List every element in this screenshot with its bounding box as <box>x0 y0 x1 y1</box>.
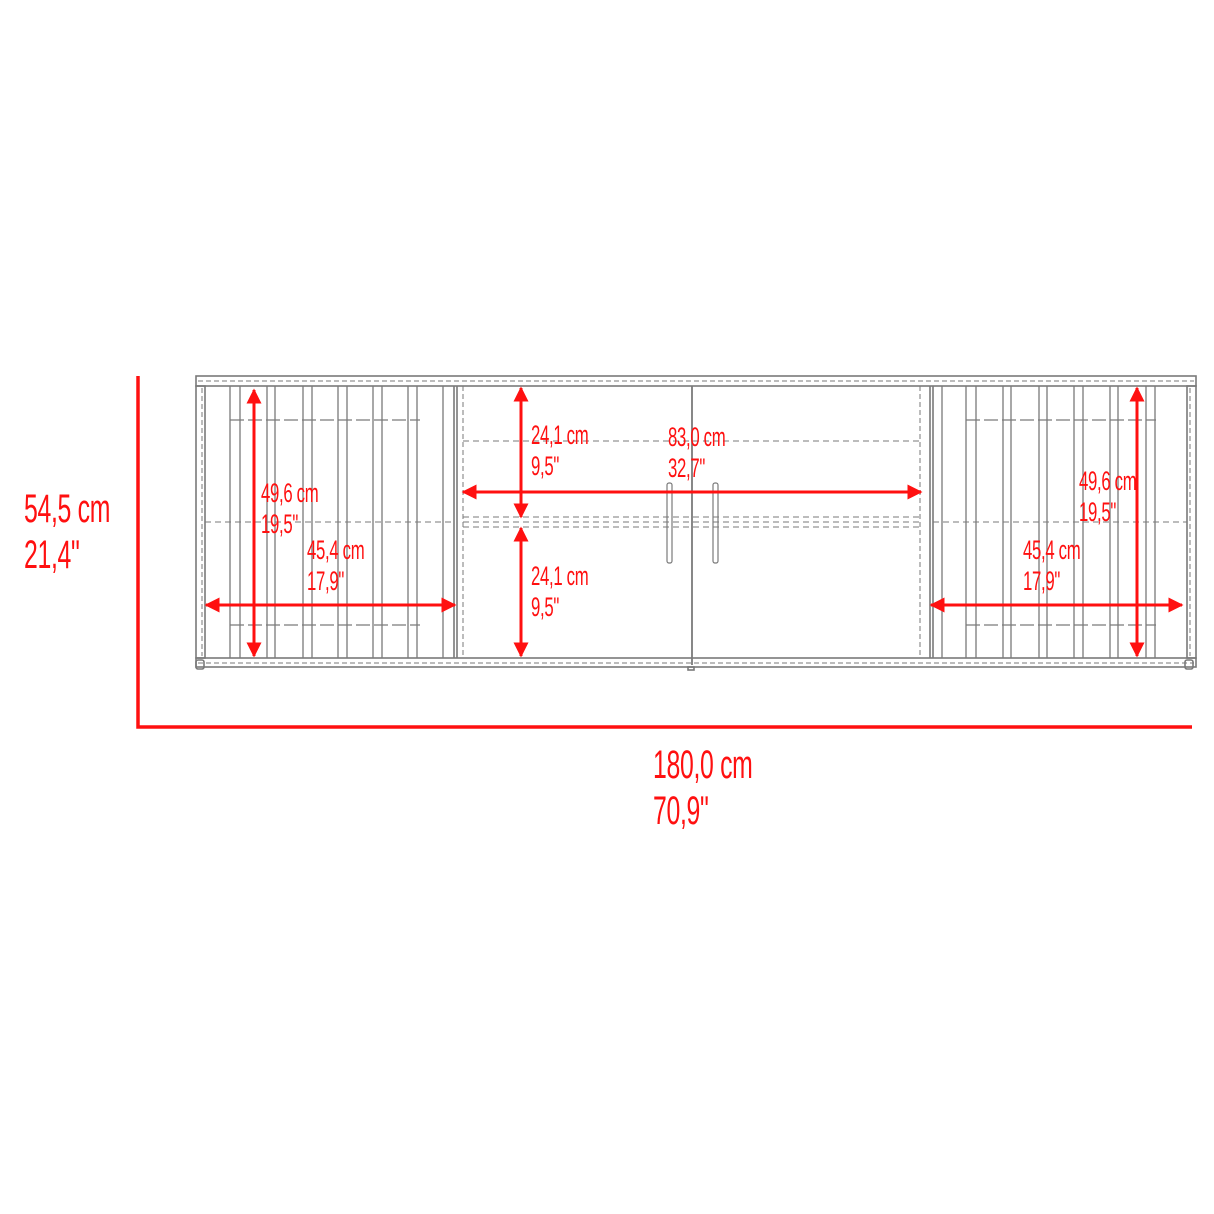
left-width-in: 17,9" <box>307 566 344 597</box>
right-door-handle <box>712 482 719 564</box>
center-upper-height-label: 24,1 cm 9,5" <box>531 420 589 482</box>
right-height-in: 19,5" <box>1079 497 1116 528</box>
overall-height-label: 54,5 cm 21,4" <box>24 486 110 578</box>
right-width-in: 17,9" <box>1023 566 1060 597</box>
right-height-cm: 49,6 cm <box>1079 466 1137 496</box>
left-foot <box>195 659 205 670</box>
overall-dimension-axis <box>136 376 1192 729</box>
overall-width-label: 180,0 cm 70,9" <box>653 742 753 834</box>
right-side-panel <box>1186 385 1197 659</box>
left-width-cm: 45,4 cm <box>307 535 365 565</box>
top-board <box>195 375 1197 387</box>
center-width-cm: 83,0 cm <box>668 422 726 452</box>
left-cabinet-door <box>205 386 458 658</box>
right-cabinet-door <box>929 386 1187 658</box>
center-lower-height-cm: 24,1 cm <box>531 561 589 591</box>
left-height-label: 49,6 cm 19,5" <box>261 478 319 540</box>
left-height-cm: 49,6 cm <box>261 478 319 508</box>
right-width-cm: 45,4 cm <box>1023 535 1081 565</box>
center-lower-height-label: 24,1 cm 9,5" <box>531 561 589 623</box>
right-foot <box>1184 659 1194 670</box>
right-width-label: 45,4 cm 17,9" <box>1023 535 1081 597</box>
overall-width-in: 70,9" <box>653 789 709 833</box>
left-width-label: 45,4 cm 17,9" <box>307 535 365 597</box>
center-upper-height-cm: 24,1 cm <box>531 420 589 450</box>
left-side-panel <box>195 385 206 659</box>
furniture-outline <box>195 375 1197 671</box>
center-upper-height-in: 9,5" <box>531 451 559 482</box>
right-height-label: 49,6 cm 19,5" <box>1079 466 1137 528</box>
center-foot <box>687 666 695 671</box>
dimension-lines <box>136 376 1192 729</box>
left-door-handle <box>666 482 673 564</box>
center-lower-height-in: 9,5" <box>531 592 559 623</box>
overall-height-in: 21,4" <box>24 533 80 577</box>
center-width-label: 83,0 cm 32,7" <box>668 422 726 484</box>
center-doors <box>462 386 921 665</box>
left-height-in: 19,5" <box>261 509 298 540</box>
overall-height-cm: 54,5 cm <box>24 487 111 531</box>
overall-width-cm: 180,0 cm <box>653 743 753 787</box>
center-width-in: 32,7" <box>668 453 705 484</box>
